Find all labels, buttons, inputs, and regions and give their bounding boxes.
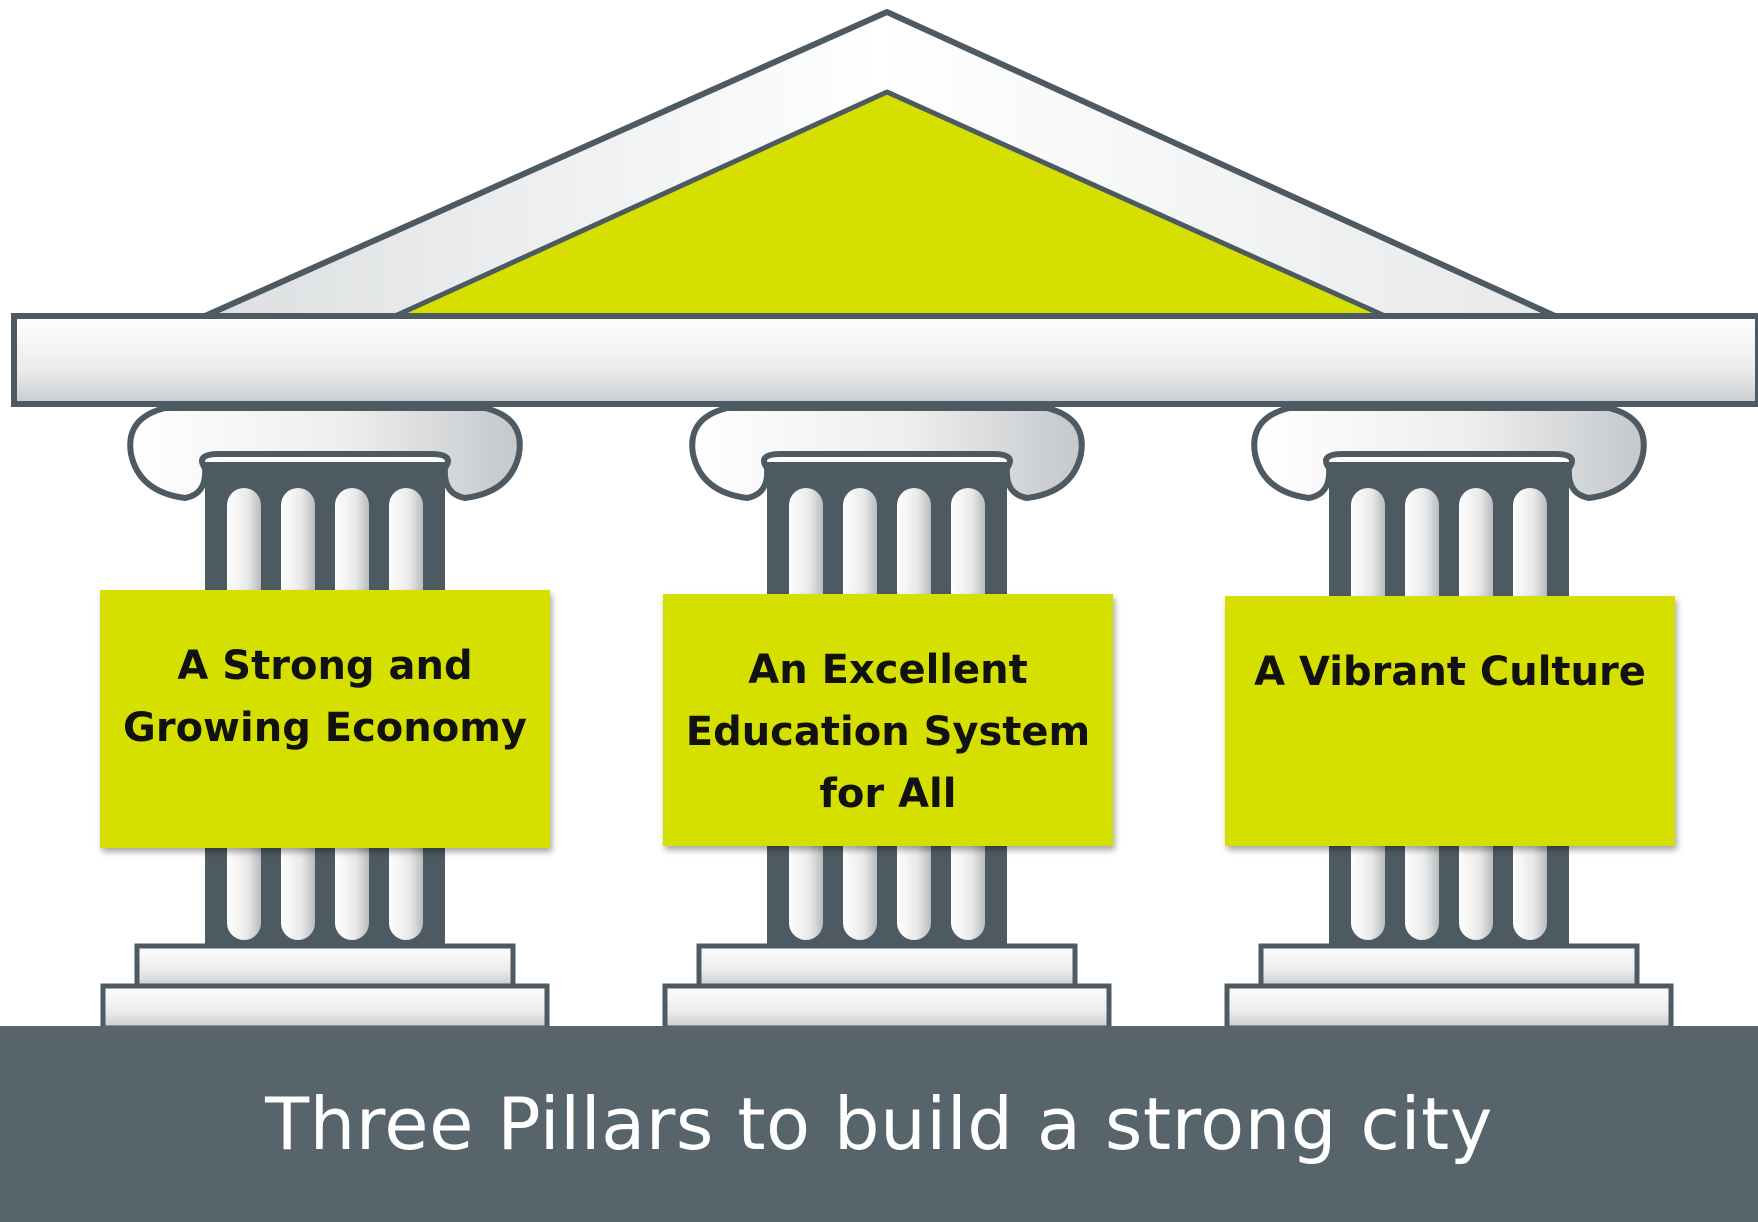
pillar-label-box-education: An Excellent Education System for All [663,594,1113,846]
column-base-lower [100,983,550,1031]
column-base-upper [1258,943,1640,989]
column-base-lower [1224,983,1674,1031]
pediment [202,9,1558,319]
pillar-label-education: An Excellent Education System for All [685,647,1091,817]
pillar-label-box-economy: A Strong and Growing Economy [100,590,550,848]
column-base-lower [662,983,1112,1031]
pillar-label-economy: A Strong and Growing Economy [123,643,527,751]
column-base-upper [696,943,1078,989]
entablature-beam [11,313,1758,407]
column-capital [127,405,523,501]
pillar-label-box-culture: A Vibrant Culture [1225,596,1675,846]
pillar-label-culture: A Vibrant Culture [1254,649,1646,695]
column-capital [689,405,1085,501]
column-base-upper [134,943,516,989]
base-caption: Three Pillars to build a strong city [265,1082,1493,1166]
base-slab [0,1026,1758,1222]
column-capital [1251,405,1647,501]
